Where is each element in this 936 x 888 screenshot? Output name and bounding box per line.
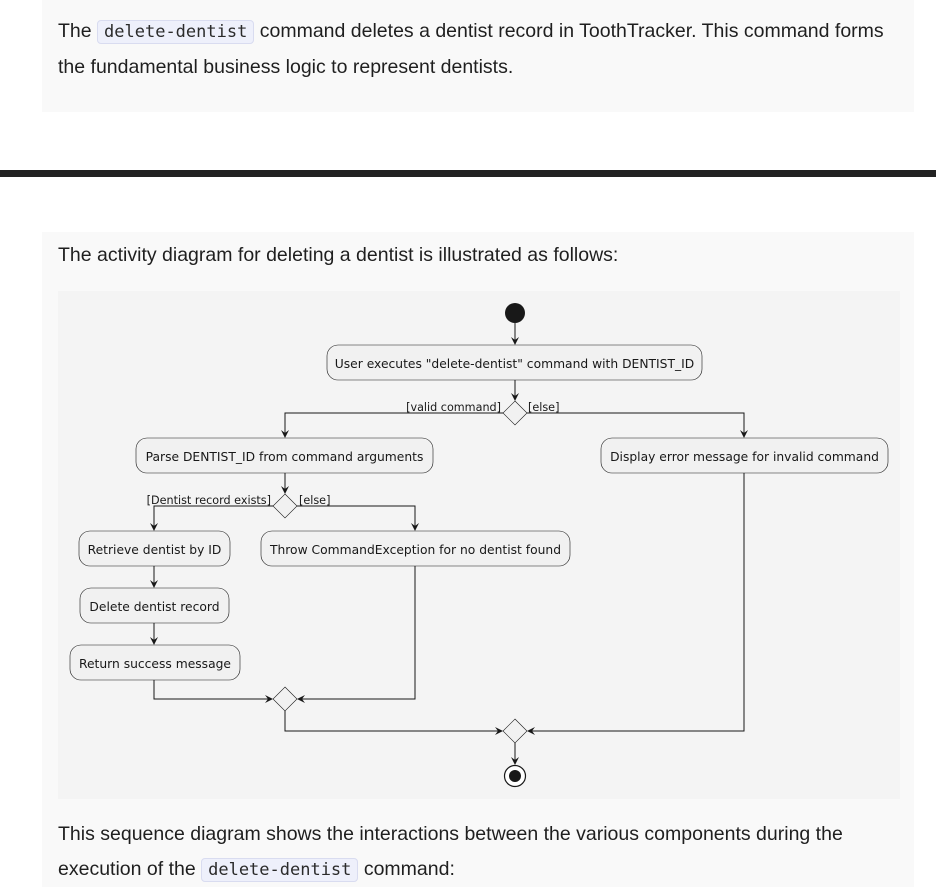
node-display-error: Display error message for invalid comman… (600, 437, 889, 474)
activity-caption: The activity diagram for deleting a dent… (58, 244, 619, 266)
node-throw-exception: Throw CommandException for no dentist fo… (260, 530, 571, 567)
intro-text-before: The (58, 20, 98, 42)
merge-diamond-outer (502, 718, 528, 744)
sequence-text-after: command: (358, 858, 455, 880)
node-retrieve-dentist: Retrieve dentist by ID (78, 530, 231, 567)
inline-code: delete-dentist (97, 20, 255, 44)
inline-code-sequence: delete-dentist (201, 858, 359, 882)
node-parse-id-label: Parse DENTIST_ID from command arguments (146, 450, 424, 464)
intro-paragraph: The delete-dentist command deletes a den… (58, 14, 908, 85)
sequence-intro-paragraph: This sequence diagram shows the interact… (58, 817, 908, 888)
start-node (505, 303, 525, 323)
node-user-executes-label: User executes "delete-dentist" command w… (335, 357, 694, 371)
merge-diamond-inner (272, 686, 298, 712)
node-retrieve-dentist-label: Retrieve dentist by ID (88, 543, 222, 557)
node-delete-record: Delete dentist record (79, 587, 230, 624)
guard-else-1: [else] (528, 401, 559, 414)
node-parse-id: Parse DENTIST_ID from command arguments (135, 437, 434, 474)
decision-diamond-command (502, 400, 528, 426)
intro-panel (42, 0, 914, 112)
end-node (503, 764, 527, 788)
guard-valid-command: [valid command] (406, 401, 501, 414)
guard-record-exists: [Dentist record exists] (147, 494, 271, 507)
node-display-error-label: Display error message for invalid comman… (610, 450, 879, 464)
horizontal-rule (0, 170, 936, 177)
node-return-success-label: Return success message (79, 657, 231, 671)
node-return-success: Return success message (69, 644, 241, 681)
node-user-executes: User executes "delete-dentist" command w… (326, 344, 703, 381)
node-delete-record-label: Delete dentist record (89, 600, 219, 614)
intro-text-after: command deletes a dentist record in Toot… (58, 20, 884, 78)
guard-else-2: [else] (299, 494, 330, 507)
node-throw-exception-label: Throw CommandException for no dentist fo… (269, 543, 561, 557)
sequence-text-before: This sequence diagram shows the interact… (58, 823, 843, 880)
decision-diamond-record (272, 493, 298, 519)
